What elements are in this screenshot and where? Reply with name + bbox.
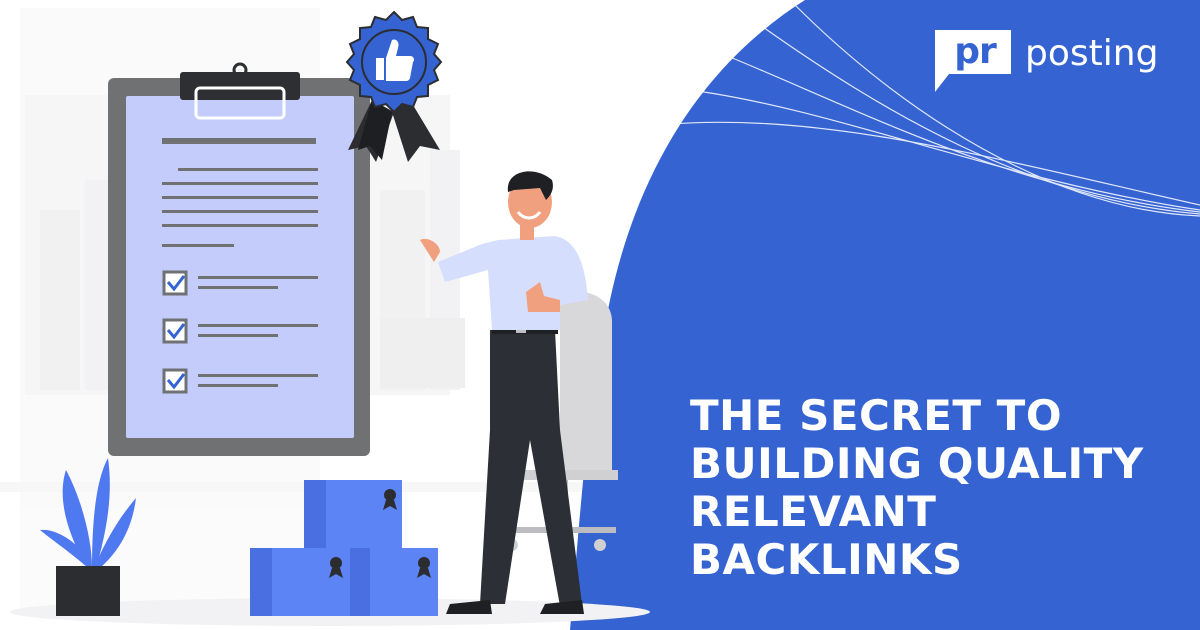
thumbs-up-icon <box>376 39 414 81</box>
checklist-item <box>162 368 318 394</box>
checklist-item <box>162 270 318 296</box>
checklist <box>162 270 318 394</box>
headline: THE SECRET TO BUILDING QUALITY RELEVANT … <box>690 392 1190 584</box>
man-figure <box>420 171 588 614</box>
clipboard <box>108 62 370 456</box>
plant <box>40 458 136 616</box>
boxes <box>250 480 438 616</box>
brand-logo: pr posting <box>935 30 1158 92</box>
brand-name: posting <box>1025 33 1159 74</box>
thumbs-up-icon <box>329 489 431 578</box>
headline-line-3: RELEVANT <box>690 487 937 536</box>
blue-panel <box>570 0 1200 630</box>
checklist-item <box>162 318 318 344</box>
award-badge <box>345 10 443 162</box>
brand-mark-text: pr <box>954 31 997 72</box>
headline-line-1: THE SECRET TO <box>690 391 1063 440</box>
headline-line-4: BACKLINKS <box>690 535 963 584</box>
brand-mark-shape <box>935 30 1011 92</box>
brand-mark: pr <box>935 30 1011 92</box>
headline-line-2: BUILDING QUALITY <box>690 439 1144 488</box>
